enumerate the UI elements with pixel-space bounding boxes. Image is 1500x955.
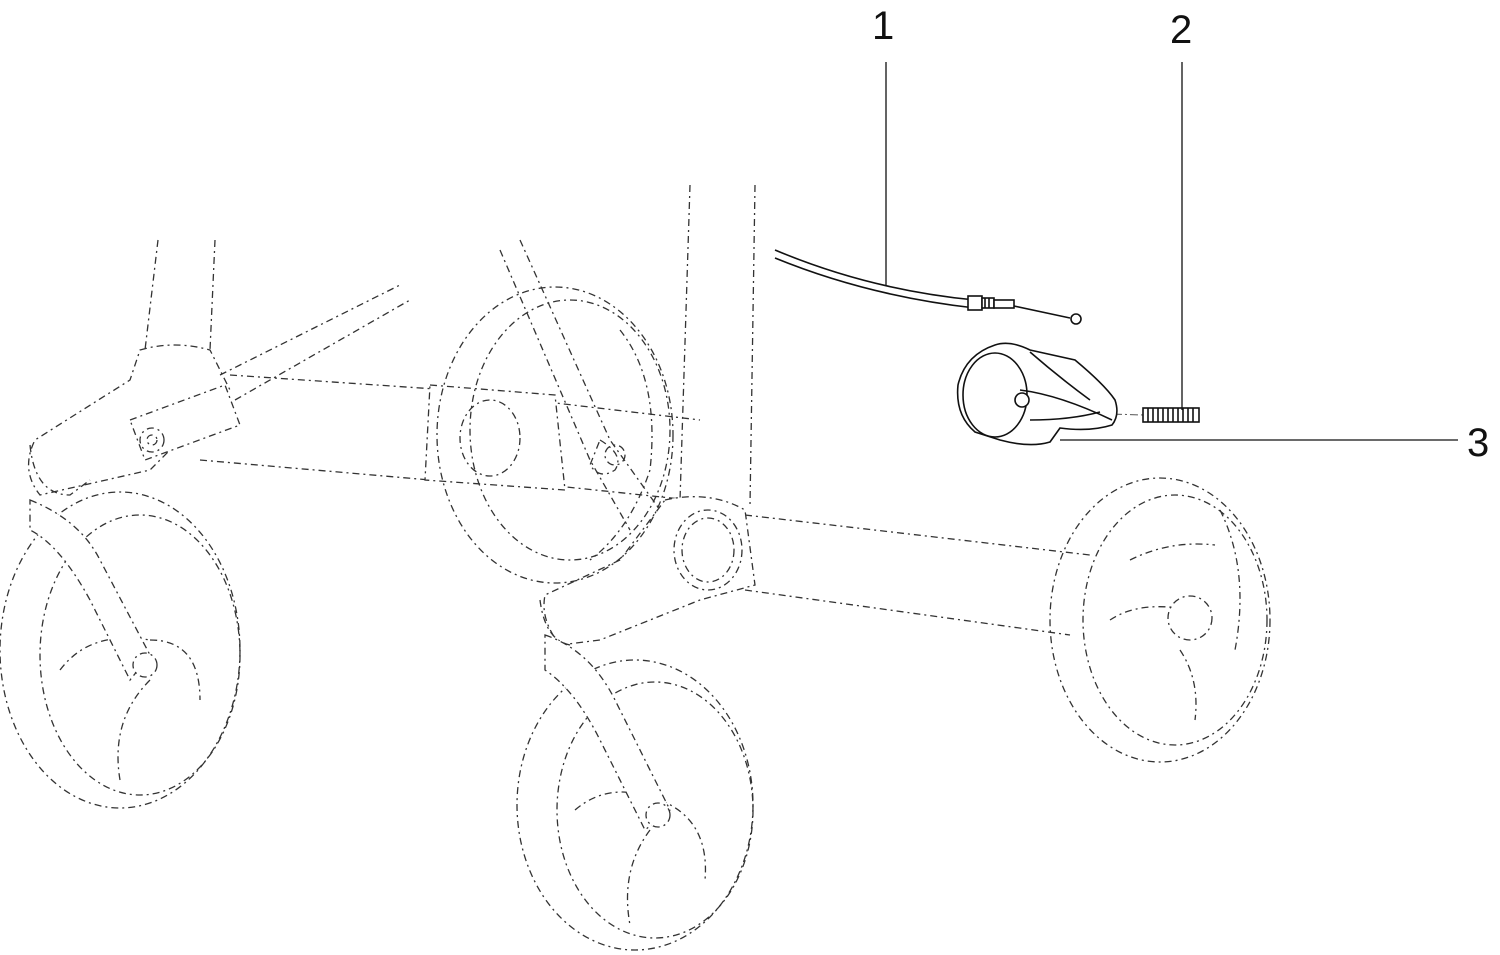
front-left-wheel bbox=[0, 491, 241, 809]
rear-left-wheel bbox=[436, 286, 674, 584]
rear-right-wheel bbox=[1049, 477, 1271, 763]
spring-part bbox=[1049, 407, 1200, 423]
front-center-wheel bbox=[516, 634, 754, 951]
callout-2: 2 bbox=[1170, 8, 1193, 52]
leader-lines bbox=[885, 62, 1458, 441]
brake-shoe-part bbox=[956, 342, 1118, 446]
callout-3: 3 bbox=[1467, 421, 1490, 465]
ghosted-frame bbox=[28, 184, 1091, 646]
callout-1: 1 bbox=[872, 4, 895, 48]
brake-cable-part bbox=[774, 249, 1082, 325]
